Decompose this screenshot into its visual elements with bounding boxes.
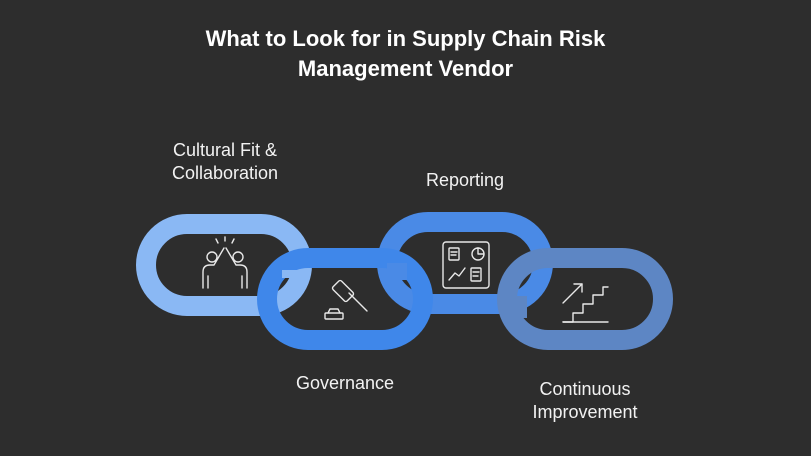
label-reporting-line-1: Reporting [425, 170, 505, 190]
high-five-icon [202, 236, 248, 289]
chain-link-governance [257, 248, 433, 350]
label-continuous-line-1: Continuous [539, 379, 631, 399]
dashboard-report-icon [442, 241, 490, 289]
label-governance-line-1: Governance [295, 373, 395, 393]
label-reporting: Reporting [400, 169, 530, 192]
label-governance: Governance [270, 372, 420, 395]
label-continuous-improvement: Continuous Improvement [500, 378, 670, 424]
label-continuous-line-2: Improvement [532, 402, 638, 422]
title-line-2: Management Vendor [297, 56, 514, 81]
title-line-1: What to Look for in Supply Chain Risk [205, 26, 606, 51]
label-cultural-fit: Cultural Fit & Collaboration [150, 139, 300, 185]
label-cultural-line-1: Cultural Fit & [172, 140, 278, 160]
stairs-growth-icon [562, 283, 609, 323]
gavel-icon [324, 279, 368, 320]
label-cultural-line-2: Collaboration [171, 163, 279, 183]
page-title: What to Look for in Supply Chain Risk Ma… [0, 24, 811, 84]
